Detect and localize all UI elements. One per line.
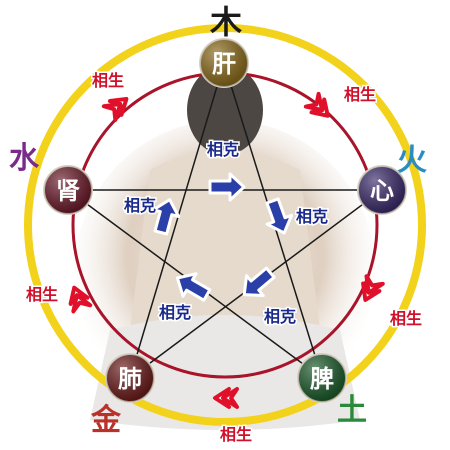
organ-spleen-node: 脾 xyxy=(297,353,347,403)
controlling-arrow xyxy=(151,198,181,236)
generating-label: 相生 xyxy=(26,285,58,304)
generating-arrows xyxy=(68,91,385,409)
organ-liver-label: 肝 xyxy=(212,49,236,78)
star-line xyxy=(129,62,225,379)
outer-ring xyxy=(24,24,426,426)
controlling-label: 相克 xyxy=(264,307,296,326)
organ-spleen-label: 脾 xyxy=(310,364,334,393)
organ-heart-label: 心 xyxy=(370,176,394,205)
element-metal-label: 金 xyxy=(90,403,122,438)
generating-label: 相生 xyxy=(390,309,422,328)
organ-lung-node: 肺 xyxy=(105,353,155,403)
generating-arrow xyxy=(68,285,93,314)
generating-arrow xyxy=(101,96,129,122)
organ-heart-node: 心 xyxy=(357,165,407,215)
controlling-arrow xyxy=(265,197,294,235)
background-figure xyxy=(75,65,375,430)
generating-arrow xyxy=(213,387,239,409)
controlling-label: 相克 xyxy=(296,207,328,226)
element-wood-label: 木 xyxy=(209,3,242,41)
generating-arrow xyxy=(361,274,385,302)
controlling-arrows xyxy=(151,172,294,302)
generating-label: 相生 xyxy=(220,425,252,444)
controlling-arrow xyxy=(175,272,212,302)
element-fire-label: 火 xyxy=(397,143,427,178)
controlling-arrow xyxy=(242,266,276,298)
controlling-label: 相克 xyxy=(207,140,239,159)
organ-lung-label: 肺 xyxy=(118,364,142,393)
element-labels: 木火土 金 水 xyxy=(9,3,427,438)
generating-label: 相生 xyxy=(344,85,376,104)
element-earth-label: 土 xyxy=(337,393,367,428)
element-water-label: 水 xyxy=(9,141,40,176)
controlling-label: 相克 xyxy=(124,196,156,215)
controlling-label: 相克 xyxy=(159,303,191,322)
controlling-arrow xyxy=(208,172,246,202)
organ-nodes: 肝心脾 肺 肾 xyxy=(43,38,407,403)
generating-arrow xyxy=(303,91,330,118)
organ-kidney-label: 肾 xyxy=(56,176,80,205)
organ-kidney-node: 肾 xyxy=(43,165,93,215)
organ-liver-node: 肝 xyxy=(199,38,249,88)
generating-label: 相生 xyxy=(92,71,124,90)
